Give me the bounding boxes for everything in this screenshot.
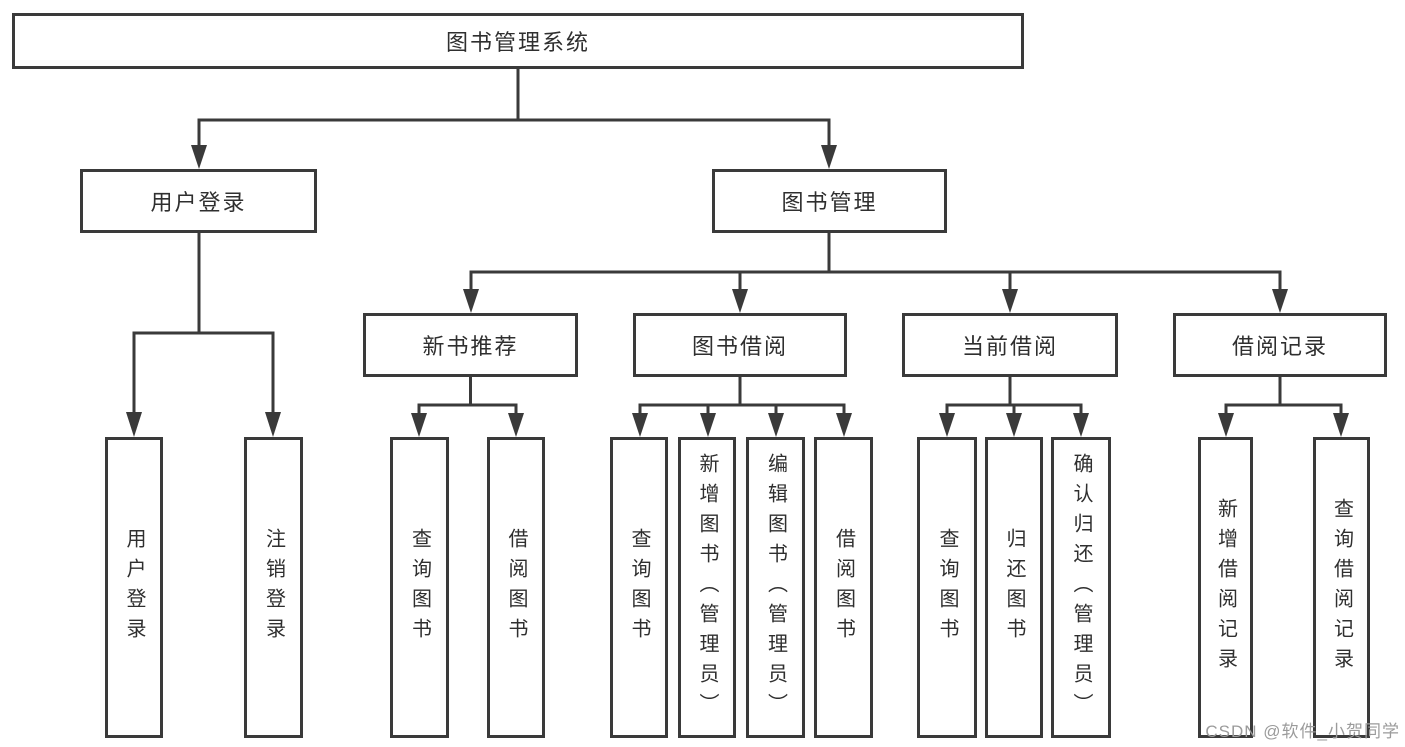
leaf-edit-books-admin: 编辑图书（管理员） (746, 437, 805, 738)
node-user-login-branch: 用户登录 (80, 169, 317, 233)
leaf-query-borrow-record: 查询借阅记录 (1313, 437, 1370, 738)
node-borrowing-records: 借阅记录 (1173, 313, 1387, 377)
leaf-borrow-books-recommend: 借阅图书 (487, 437, 545, 738)
csdn-watermark: CSDN @软件_小贺同学 (1205, 722, 1400, 741)
leaf-add-borrow-record: 新增借阅记录 (1198, 437, 1253, 738)
node-library-management-system: 图书管理系统 (12, 13, 1024, 69)
leaf-return-books: 归还图书 (985, 437, 1043, 738)
leaf-query-books-borrow: 查询图书 (610, 437, 668, 738)
node-current-borrowing: 当前借阅 (902, 313, 1118, 377)
leaf-query-books-current: 查询图书 (917, 437, 977, 738)
leaf-add-books-admin: 新增图书（管理员） (678, 437, 736, 738)
leaf-logout: 注销登录 (244, 437, 303, 738)
leaf-query-books-recommend: 查询图书 (390, 437, 449, 738)
leaf-confirm-return-admin: 确认归还（管理员） (1051, 437, 1111, 738)
node-book-borrowing: 图书借阅 (633, 313, 847, 377)
leaf-user-login: 用户登录 (105, 437, 163, 738)
leaf-borrow-books: 借阅图书 (814, 437, 873, 738)
connector-arrowheads (126, 145, 1349, 437)
node-new-book-recommend: 新书推荐 (363, 313, 578, 377)
node-book-management: 图书管理 (712, 169, 947, 233)
